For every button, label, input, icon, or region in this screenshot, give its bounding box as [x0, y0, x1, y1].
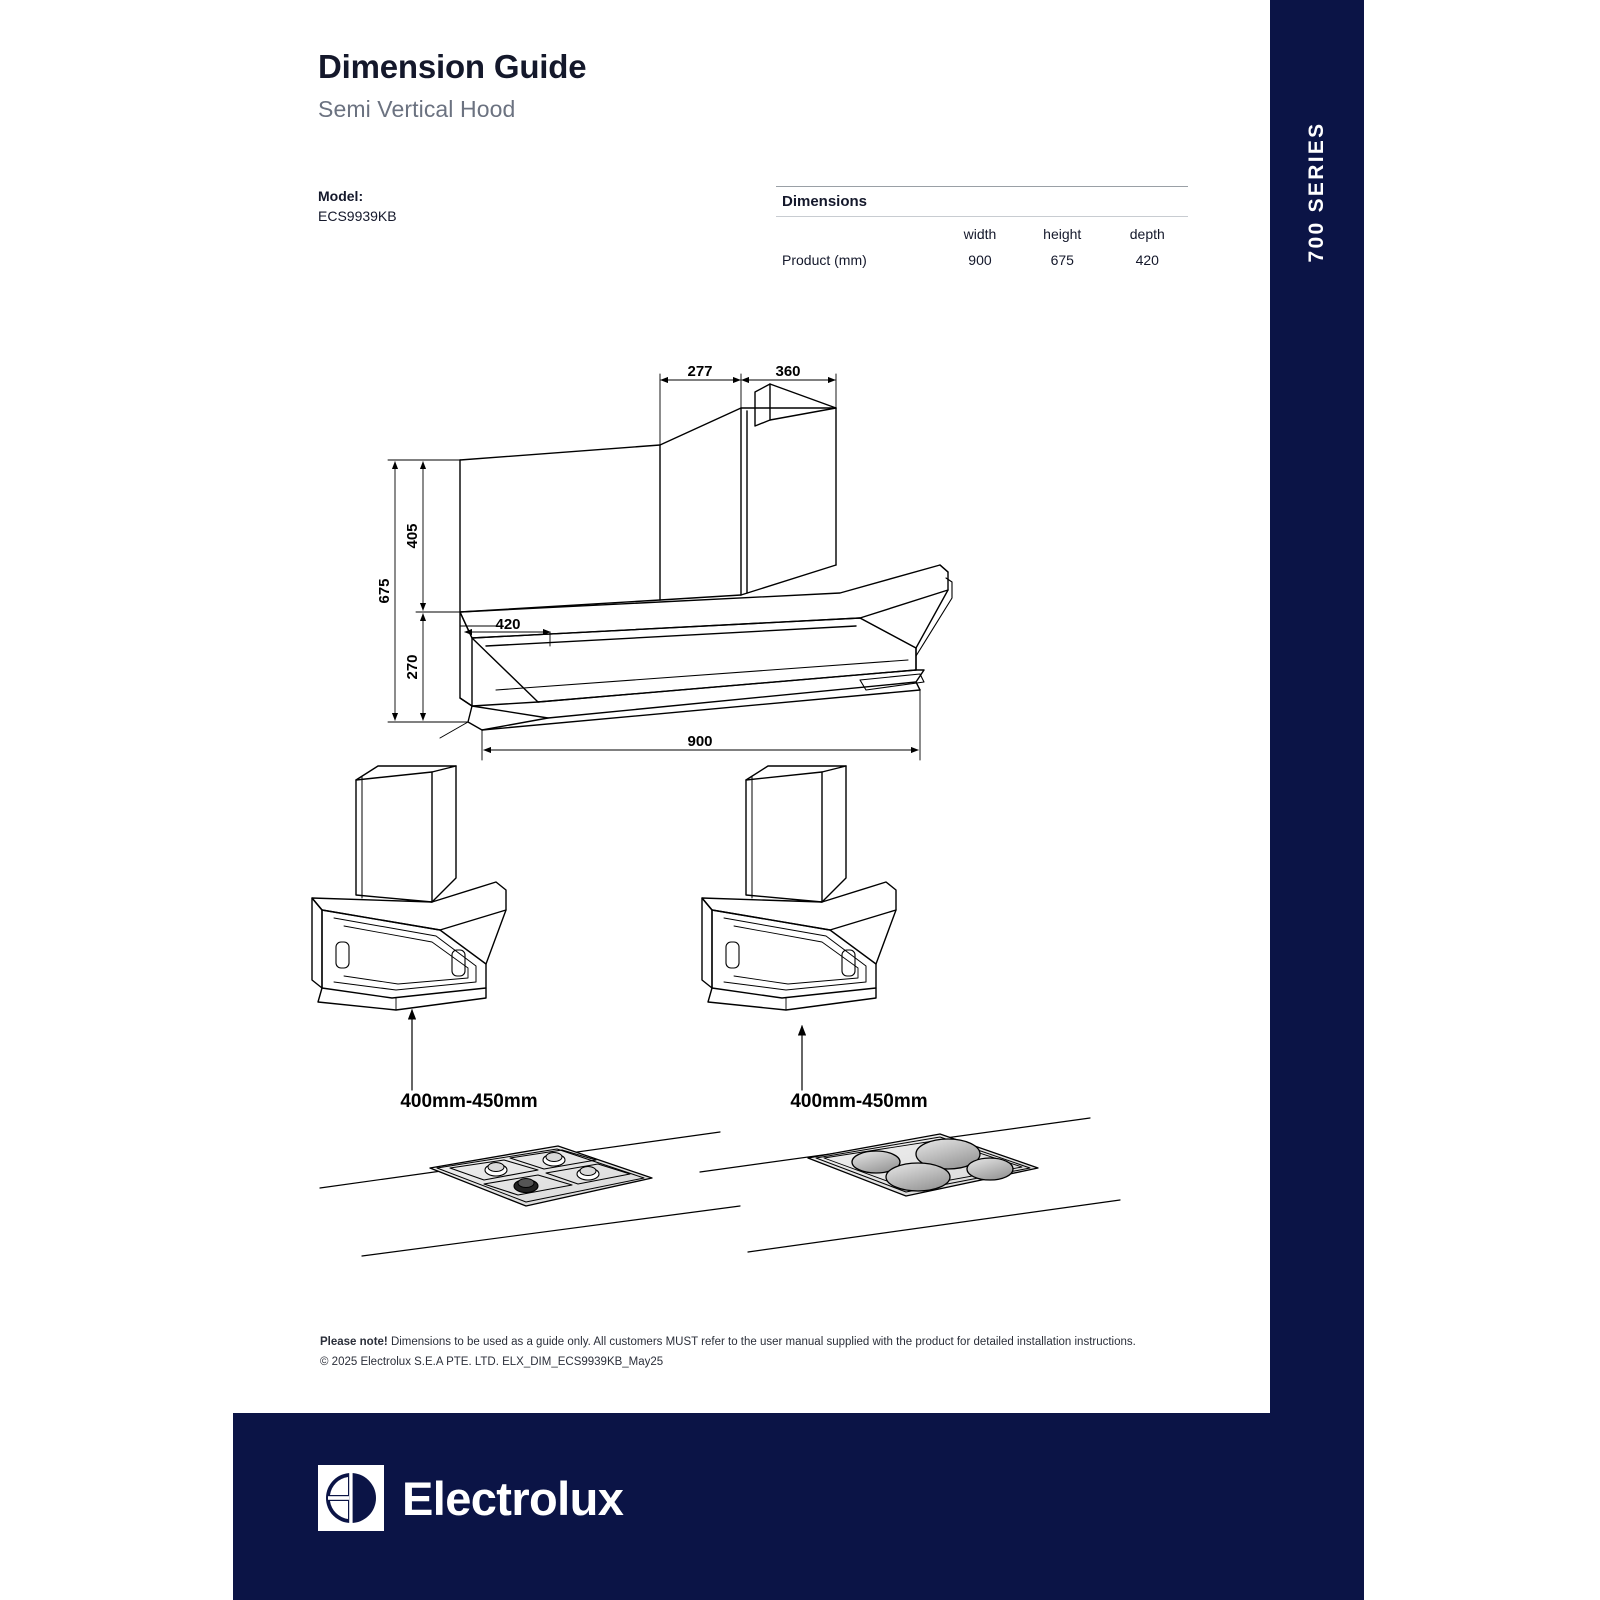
electrolux-emblem-icon — [318, 1465, 384, 1531]
note-bold-lead: Please note! — [320, 1336, 388, 1348]
clearance-label-left: 400mm-450mm — [400, 1091, 537, 1112]
row-label-product: Product (mm) — [782, 252, 867, 268]
series-label: 700 SERIES — [1305, 121, 1328, 263]
install-diagram-left — [311, 765, 741, 1257]
series-sidebar: 700 SERIES — [1270, 0, 1364, 1600]
table-row: Product (mm) 900 675 420 — [776, 246, 1188, 272]
copyright-text: © 2025 Electrolux S.E.A PTE. LTD. ELX_DI… — [320, 1356, 664, 1368]
col-header-depth: depth — [1129, 226, 1165, 242]
electrolux-wordmark: Electrolux — [402, 1471, 624, 1525]
gas-cooktop — [429, 1145, 653, 1207]
model-label: Model: — [318, 188, 364, 204]
table-mid-rule — [776, 216, 1188, 217]
callout-420: 420 — [495, 616, 520, 633]
col-header-blank — [776, 217, 942, 246]
callout-405: 405 — [404, 523, 421, 548]
main-hood-drawing — [439, 383, 953, 739]
dimension-lines — [387, 373, 921, 761]
callout-675: 675 — [376, 578, 393, 603]
callout-270: 270 — [404, 654, 421, 679]
drawing-svg: 277 360 405 675 270 420 900 400mm-450mm … — [311, 363, 1121, 1257]
footer-bar: Electrolux — [233, 1413, 1270, 1600]
install-diagram-right — [699, 765, 1121, 1253]
callout-900: 900 — [687, 733, 712, 750]
dimensions-table: Dimensions width height depth Product (m… — [776, 186, 1188, 272]
model-value: ECS9939KB — [318, 208, 397, 224]
electrolux-logo: Electrolux — [318, 1465, 624, 1531]
callout-277: 277 — [687, 363, 712, 380]
dimensions-grid: width height depth Product (mm) 900 675 … — [776, 217, 1188, 272]
document-page: 700 SERIES Dimension Guide Semi Vertical… — [233, 0, 1364, 1600]
page-subtitle: Semi Vertical Hood — [318, 96, 516, 122]
cell-width: 900 — [968, 252, 992, 268]
electric-cooktop — [807, 1133, 1039, 1197]
clearance-label-right: 400mm-450mm — [790, 1091, 927, 1112]
col-header-height: height — [1043, 226, 1082, 242]
table-top-rule — [776, 186, 1188, 187]
note-body: Dimensions to be used as a guide only. A… — [387, 1336, 1136, 1348]
cell-depth: 420 — [1135, 252, 1159, 268]
emblem-svg — [326, 1472, 376, 1524]
technical-drawings: 277 360 405 675 270 420 900 400mm-450mm … — [300, 350, 1200, 1300]
page-title: Dimension Guide — [318, 48, 587, 85]
table-header-row: width height depth — [776, 217, 1188, 246]
please-note-text: Please note! Dimensions to be used as a … — [320, 1336, 1136, 1348]
col-header-width: width — [963, 226, 997, 242]
cell-height: 675 — [1050, 252, 1074, 268]
dimensions-caption: Dimensions — [782, 193, 868, 210]
callout-360: 360 — [775, 363, 800, 380]
